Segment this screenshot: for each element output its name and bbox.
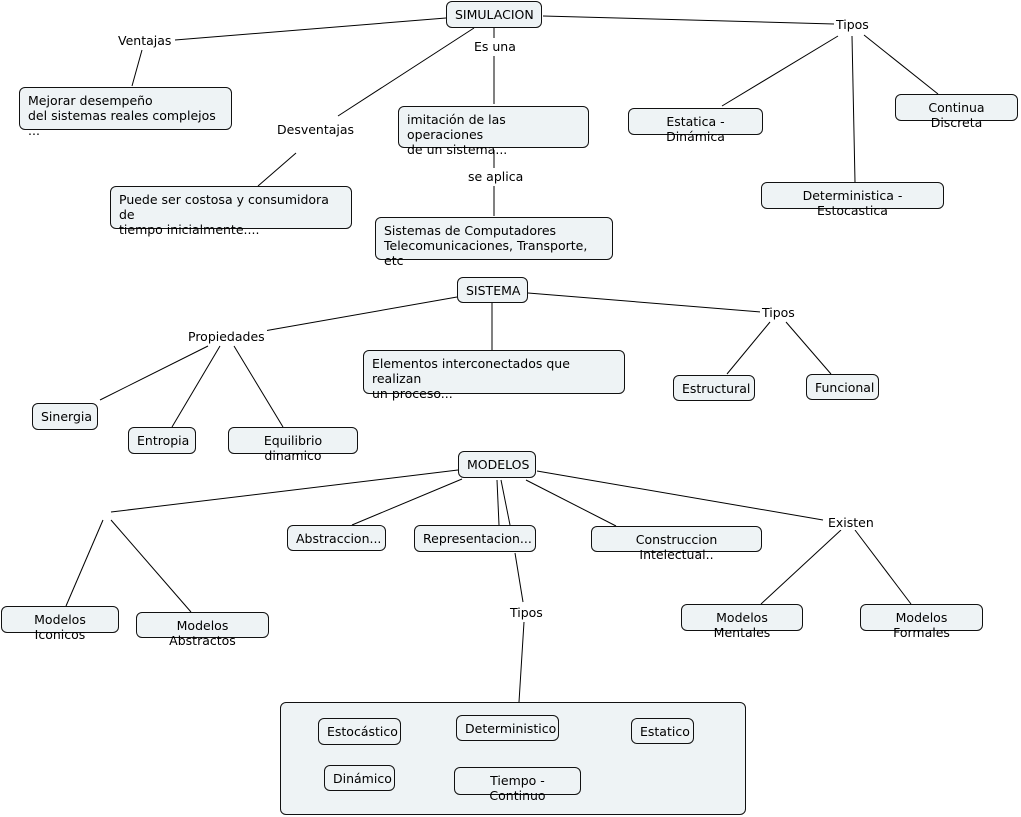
concept-construccion-intelectual[interactable]: Construccion Intelectual.. (591, 526, 762, 562)
edge-tipos-deterministica (851, 35, 856, 183)
link-desventajas: Desventajas (275, 122, 357, 137)
edge-ventajas-mejorar (131, 49, 143, 87)
edge-tipos-continua (863, 34, 939, 95)
concept-representacion[interactable]: Representacion... (414, 525, 536, 552)
concept-estocastico[interactable]: Estocástico (318, 718, 401, 745)
concept-modelos-mentales[interactable]: Modelos Mentales (681, 604, 803, 640)
concept-simulacion[interactable]: SIMULACION (446, 1, 542, 28)
concept-continua-discreta[interactable]: Continua Discreta (895, 94, 1018, 130)
edge-unlabeled-iconicos (65, 519, 104, 607)
edge-propiedades-equilibrio (233, 345, 284, 428)
edge-unlabeled-abstractos (110, 519, 192, 613)
concept-estatico[interactable]: Estatico (631, 718, 694, 744)
edge-modelos-construccion (525, 479, 617, 527)
concept-dinamico[interactable]: Dinámico (324, 765, 395, 791)
edge-desventajas-puede (257, 152, 297, 187)
edge-modelos-unlabeled (110, 469, 459, 513)
concept-funcional[interactable]: Funcional (806, 374, 879, 400)
concept-modelos[interactable]: MODELOS (458, 451, 536, 478)
concept-modelos-formales[interactable]: Modelos Formales (860, 604, 983, 640)
edge-representacion-tipos (514, 552, 524, 603)
edge-simulacion-desventajas (337, 27, 475, 117)
edge-modelos-representacion-b (500, 479, 511, 526)
link-tipos-simulacion: Tipos (834, 17, 871, 32)
concept-sistemas-computadores[interactable]: Sistemas de Computadores Telecomunicacio… (375, 217, 613, 268)
concept-puede-ser-costosa[interactable]: Puede ser costosa y consumidora de tiemp… (110, 186, 352, 237)
concept-tiempo-continuo[interactable]: Tiempo - Continuo (454, 767, 581, 803)
edge-simulacion-ventajas (174, 17, 447, 41)
concept-estructural[interactable]: Estructural (673, 375, 755, 401)
concept-estatica-dinamica[interactable]: Estatica - Dinámica (628, 108, 763, 144)
edge-tipos-estatica (721, 35, 839, 107)
link-se-aplica: se aplica (466, 169, 526, 184)
concept-sistema[interactable]: SISTEMA (457, 277, 528, 303)
concept-abstraccion[interactable]: Abstraccion... (287, 525, 386, 551)
concept-imitacion[interactable]: imitación de las operaciones de un siste… (398, 106, 589, 157)
concept-elementos-interconectados[interactable]: Elementos interconectados que realizan u… (363, 350, 625, 401)
concept-entropia[interactable]: Entropia (128, 427, 196, 454)
link-es-una: Es una (472, 39, 518, 54)
concept-deterministica-estocastica[interactable]: Deterministica - Estocastica (761, 182, 944, 218)
link-tipos-modelos: Tipos (508, 605, 545, 620)
concept-modelos-iconicos[interactable]: Modelos Iconicos (1, 606, 119, 642)
concept-deterministico[interactable]: Deterministico (456, 715, 559, 741)
edge-simulacion-tipos (542, 15, 835, 25)
concept-sinergia[interactable]: Sinergia (32, 403, 98, 430)
edge-tipos-group (518, 621, 525, 703)
link-existen: Existen (826, 515, 876, 530)
link-propiedades: Propiedades (186, 329, 267, 344)
edge-tipos-funcional (785, 321, 832, 375)
edge-propiedades-entropia (171, 345, 221, 428)
edge-tipos-estructural (726, 321, 771, 375)
concept-mejorar-desempeno[interactable]: Mejorar desempeño del sistemas reales co… (19, 87, 232, 138)
edge-sistema-propiedades (263, 296, 458, 332)
edge-existen-mentales (760, 529, 842, 605)
edge-propiedades-sinergia (99, 345, 209, 401)
edge-existen-formales (854, 529, 912, 605)
link-tipos-sistema: Tipos (760, 305, 797, 320)
concept-equilibrio-dinamico[interactable]: Equilibrio dinamico (228, 427, 358, 463)
edge-modelos-abstraccion (351, 478, 463, 526)
concept-modelos-abstractos[interactable]: Modelos Abstractos (136, 612, 269, 648)
link-ventajas: Ventajas (116, 33, 174, 48)
edge-sistema-tipos (527, 292, 762, 313)
edge-modelos-representacion-a (496, 479, 500, 526)
edge-modelos-existen (536, 470, 824, 521)
